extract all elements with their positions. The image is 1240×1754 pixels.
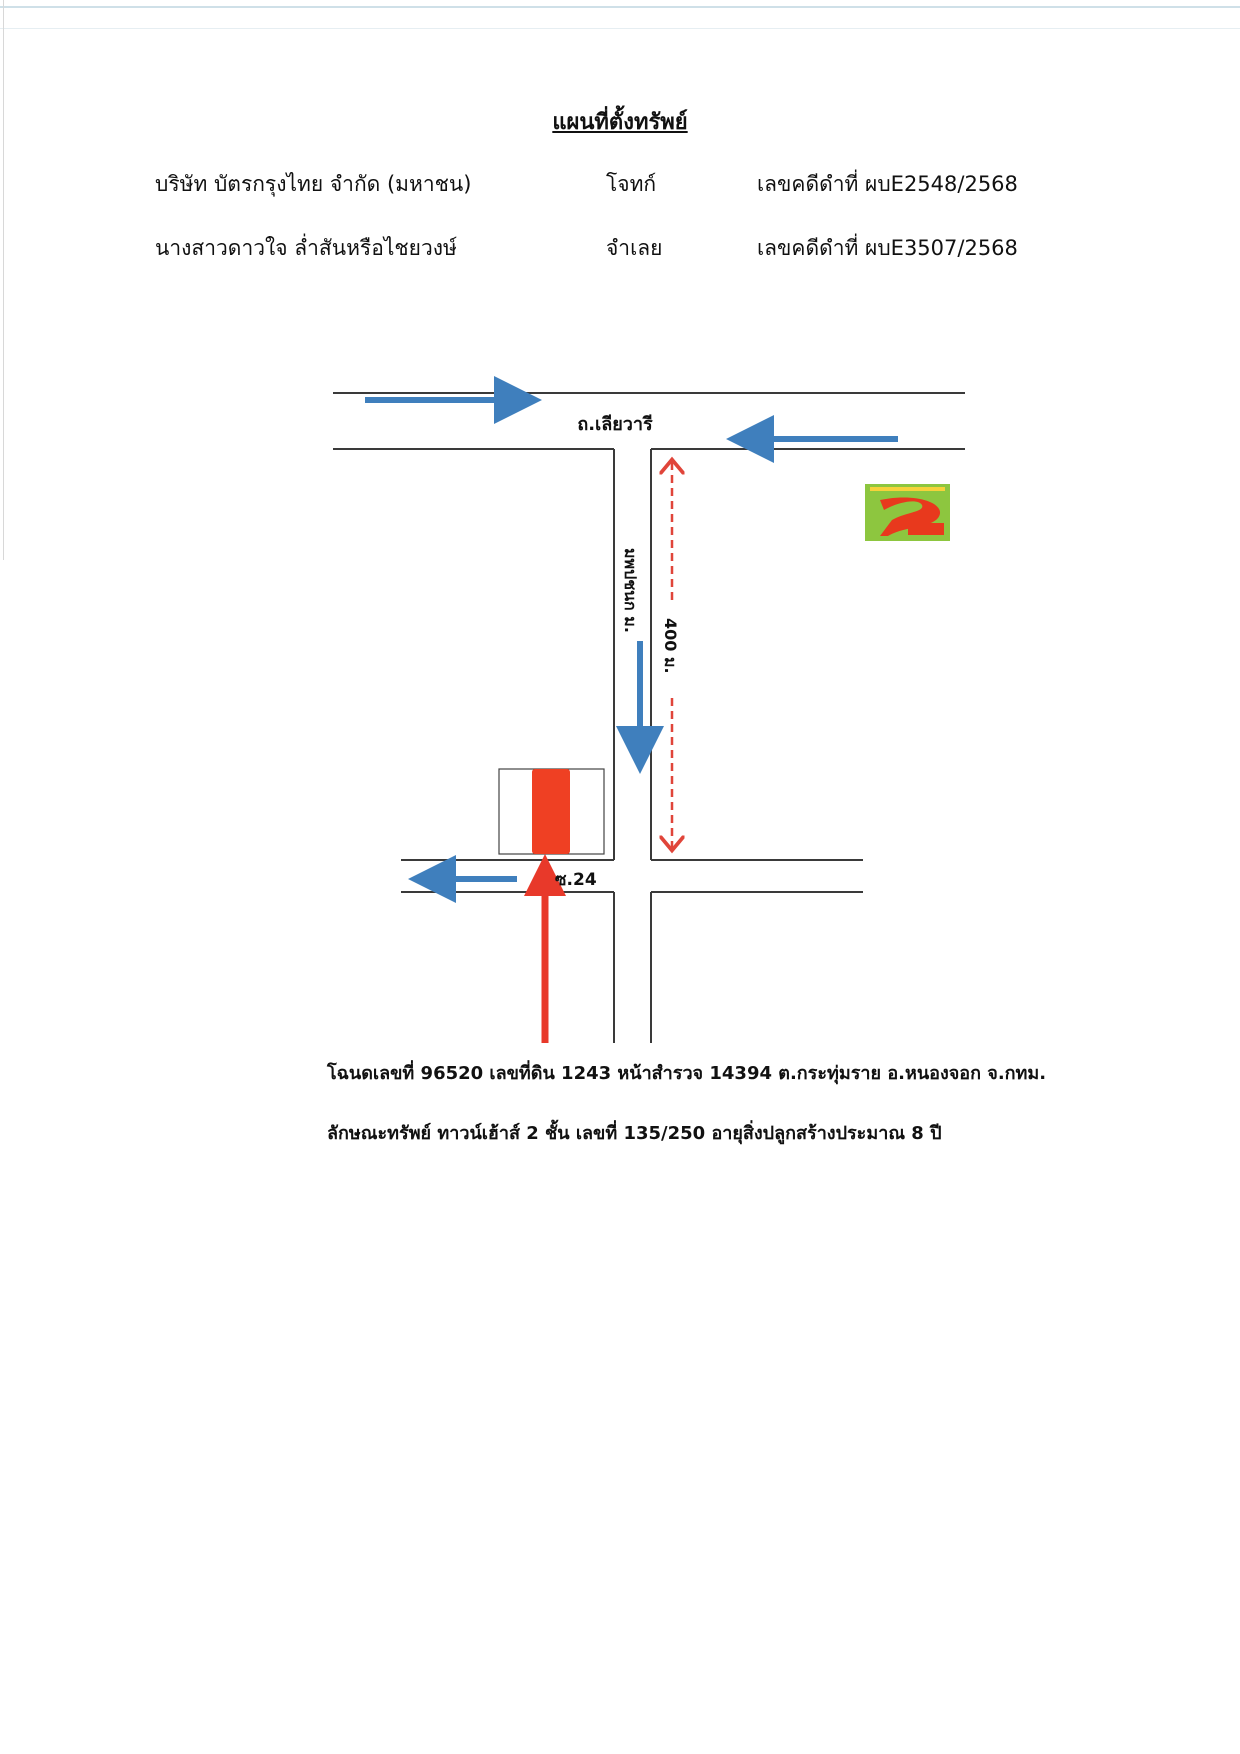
deed-details: โฉนดเลขที่ 96520 เลขที่ดิน 1243 หน้าสำรว… bbox=[327, 1063, 1047, 1084]
plaintiff-role: โจทก์ bbox=[606, 172, 657, 196]
landmark-logo-icon bbox=[865, 484, 950, 541]
distance-label: 400 ม. bbox=[661, 618, 680, 674]
left-border-line bbox=[3, 0, 4, 560]
main-road-label: ถ.เลียวารี bbox=[577, 414, 653, 435]
side-road-label: มพปชนก ม. bbox=[621, 548, 640, 633]
defendant-role: จำเลย bbox=[606, 236, 663, 260]
defendant-name: นางสาวดาวใจ ล่ำสันหรือไชยวงษ์ bbox=[155, 236, 457, 260]
plaintiff-name: บริษัท บัตรกรุงไทย จำกัด (มหาชน) bbox=[155, 172, 472, 196]
page-title: แผนที่ตั้งทรัพย์ bbox=[552, 110, 688, 135]
property-details: ลักษณะทรัพย์ ทาวน์เฮ้าส์ 2 ชั้น เลขที่ 1… bbox=[327, 1123, 942, 1144]
top-border-line-secondary bbox=[0, 28, 1240, 29]
plaintiff-case-number: เลขคดีดำที่ ผบE2548/2568 bbox=[757, 172, 1018, 196]
defendant-case-number: เลขคดีดำที่ ผบE3507/2568 bbox=[757, 236, 1018, 260]
property-marker bbox=[532, 769, 570, 854]
top-border-line bbox=[0, 6, 1240, 8]
soi-label: ซ.24 bbox=[555, 870, 597, 890]
